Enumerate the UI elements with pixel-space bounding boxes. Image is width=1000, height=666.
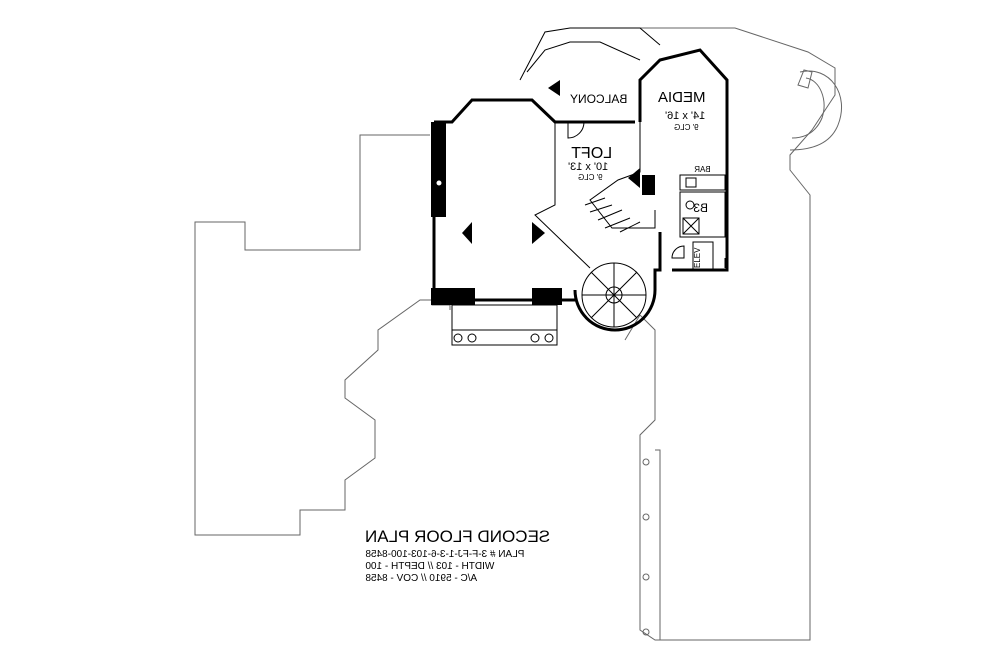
- media-size-label: 14' x 16': [665, 110, 705, 122]
- downspout-marker: [642, 573, 650, 581]
- plan-title: SECOND FLOOR PLAN: [365, 527, 550, 546]
- loft-door-swing-icon: [567, 121, 585, 139]
- loft-label: LOFT: [571, 145, 612, 162]
- spiral-stair-wall: [573, 280, 657, 332]
- spiral-stair-treads: [582, 263, 646, 327]
- elevator-shaft: [692, 241, 714, 271]
- lower-level-roof-outline: [194, 27, 843, 641]
- turret-inner-outline: [791, 77, 825, 139]
- media-room-wall: [638, 48, 729, 272]
- structural-columns: [431, 80, 655, 305]
- downspout-marker: [642, 628, 650, 636]
- bar-counter: [679, 174, 726, 191]
- west-wall-chimney: [431, 122, 446, 217]
- shower-drain-icon: [682, 217, 700, 235]
- southeast-column: [532, 288, 562, 305]
- plan-dimensions: WIDTH - 103 // DEPTH - 100: [365, 561, 494, 572]
- front-bay-window: [451, 304, 558, 346]
- balcony-rail: [526, 41, 641, 73]
- planter-circle: [467, 333, 477, 343]
- lavatory-icon: [685, 200, 695, 210]
- balcony-label: BALCONY: [570, 92, 627, 106]
- bath-room-outline: [679, 191, 726, 238]
- bar-sink-icon: [685, 177, 697, 188]
- bath-label: B3: [693, 201, 708, 215]
- elevator-label: ELEV: [693, 247, 702, 268]
- west-wing-outline: [194, 134, 432, 536]
- planter-circle: [530, 333, 540, 343]
- service-core: [567, 121, 726, 271]
- room-labels: BALCONY MEDIA 14' x 16' 9' CLG LOFT 10' …: [568, 89, 711, 268]
- door-swing-icon: [671, 245, 685, 259]
- stair-post: [642, 175, 655, 195]
- east-column-marker: [532, 222, 545, 244]
- stair-steps: [584, 197, 641, 233]
- title-block: SECOND FLOOR PLAN PLAN # 3-F-FJ-1-3-6-10…: [365, 527, 550, 584]
- loft-size-label: 10' x 13': [568, 161, 608, 173]
- plan-area: A/C - 5910 // COV - 8458: [365, 573, 477, 584]
- turret-hook-outline: [797, 69, 813, 89]
- vent-icon: [435, 179, 443, 187]
- loft-rail: [534, 122, 591, 269]
- balcony-arrow: [548, 80, 560, 96]
- west-column-marker: [462, 222, 472, 244]
- balcony-outer-rail: [519, 27, 661, 81]
- loft-ceiling-label: 9' CLG: [578, 173, 603, 182]
- east-wing-outline: [570, 27, 836, 641]
- turret-curve-outline: [789, 70, 843, 151]
- downspout-marker: [642, 458, 650, 466]
- stair-column: [628, 168, 640, 188]
- garage-edge-outline: [655, 449, 661, 640]
- bar-label: BAR: [694, 165, 711, 174]
- media-label: MEDIA: [658, 89, 706, 106]
- spiral-staircase: [573, 262, 657, 332]
- southwest-column: [431, 288, 475, 305]
- planter-circle: [453, 333, 463, 343]
- plan-number: PLAN # 3-F-FJ-1-3-6-103-100-8458: [365, 549, 524, 560]
- stair-enclosure-wall: [653, 232, 662, 280]
- bay-window-box: [451, 304, 558, 346]
- downspout-marker: [642, 513, 650, 521]
- media-ceiling-label: 9' CLG: [674, 123, 699, 132]
- shower-icon: [682, 217, 700, 235]
- planter-circle: [544, 333, 554, 343]
